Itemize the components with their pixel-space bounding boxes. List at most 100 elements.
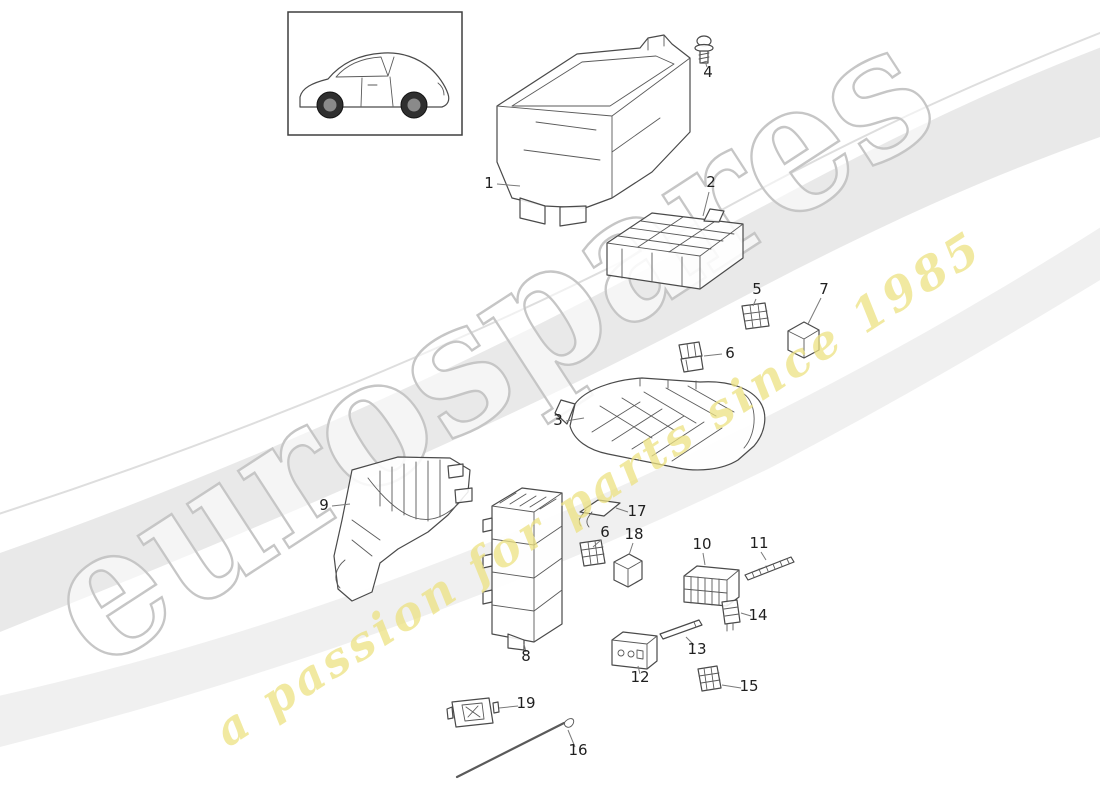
callout-12[interactable]: 12 [630, 668, 649, 686]
part-outline [697, 665, 722, 692]
callout-16[interactable]: 16 [568, 741, 587, 759]
part-12-module [611, 631, 658, 670]
part-16-cable [455, 718, 575, 779]
detail-lines [491, 492, 563, 643]
tab [454, 487, 473, 504]
detail-lines [611, 635, 658, 670]
callout-8[interactable]: 8 [521, 647, 531, 665]
part-19-module [446, 697, 500, 728]
callout-3[interactable]: 3 [553, 411, 563, 429]
part-outline [606, 212, 744, 290]
part-outline [787, 321, 820, 359]
callout-18[interactable]: 18 [624, 525, 643, 543]
detail-lines [743, 303, 769, 329]
car-front-hub [407, 98, 421, 112]
part-outline [333, 456, 471, 602]
detail-lines [578, 509, 593, 528]
callout-7[interactable]: 7 [819, 280, 829, 298]
part-4-screw [694, 35, 714, 64]
part-14-connector-small [721, 599, 741, 632]
part-7-relay [787, 321, 820, 359]
detail-lines [581, 540, 605, 566]
detail-lines [461, 702, 485, 722]
callout-13[interactable]: 13 [687, 640, 706, 658]
detail-lines [698, 666, 721, 691]
callout-1[interactable]: 1 [484, 174, 494, 192]
part-outline [744, 556, 795, 581]
bracket-foot [519, 197, 546, 225]
detail-lines [723, 606, 740, 632]
callout-4[interactable]: 4 [703, 63, 713, 81]
callout-14[interactable]: 14 [748, 606, 767, 624]
part-outline [683, 565, 740, 607]
callout-17[interactable]: 17 [627, 502, 646, 520]
part-3-housing-lower [554, 377, 766, 471]
part-11-pin-strip [744, 556, 795, 581]
part-outline [579, 539, 606, 567]
fuse-slots [499, 492, 557, 510]
part-2-fuse-holder-upper [606, 208, 744, 290]
part-outline [659, 619, 703, 640]
terminal [627, 650, 635, 658]
car-window [335, 56, 395, 78]
tab [492, 701, 500, 714]
car-thumbnail [287, 11, 463, 136]
part-8-fuse-panel [482, 487, 563, 651]
detail-lines [613, 560, 643, 588]
screw-threads [698, 52, 710, 64]
callout-5[interactable]: 5 [752, 280, 762, 298]
detail-lines [693, 621, 697, 628]
part-13-pin [659, 619, 703, 640]
leader-lines [331, 60, 822, 748]
detail-lines [685, 342, 697, 372]
fuse-grid [617, 216, 735, 253]
part-outline [569, 377, 766, 471]
detail-lines [511, 55, 675, 107]
foot [507, 633, 525, 651]
callout-9[interactable]: 9 [319, 496, 329, 514]
swoosh-band-lower [0, 227, 1100, 747]
detail-lines [621, 248, 683, 287]
part-9-bracket-housing [333, 456, 473, 602]
cable-line [455, 721, 566, 779]
part-17-clip [578, 499, 621, 528]
car-rear-hub [323, 98, 337, 112]
tab [446, 706, 454, 720]
callout-10[interactable]: 10 [692, 535, 711, 553]
pin-grid [683, 576, 728, 606]
part-18-relay [613, 553, 643, 588]
swoosh-band-upper [0, 47, 1100, 632]
callout-6-lower[interactable]: 6 [600, 523, 610, 541]
part-1-mounting-bracket [496, 34, 691, 227]
detail-lines [496, 57, 691, 199]
part-outline [579, 499, 621, 517]
tab [482, 517, 493, 533]
tab [554, 399, 576, 425]
tab [482, 553, 493, 569]
part-6-connector-lower [579, 539, 606, 567]
bracket-foot [559, 205, 587, 227]
car-door-lines [360, 76, 445, 107]
slot [636, 649, 644, 660]
callout-11[interactable]: 11 [749, 534, 768, 552]
callout-6-upper[interactable]: 6 [725, 344, 735, 362]
part-outline [721, 599, 741, 625]
layer-lines [491, 525, 563, 612]
tab [482, 589, 493, 605]
callout-15[interactable]: 15 [739, 677, 758, 695]
part-10-connector-block [683, 565, 740, 607]
part-6-connector-upper [678, 341, 704, 373]
part-outline [741, 302, 770, 330]
detail-lines [335, 477, 463, 589]
tab [703, 208, 725, 223]
part-5-relay-small [741, 302, 770, 330]
callout-2[interactable]: 2 [706, 173, 716, 191]
cable-loop [563, 718, 575, 728]
terminal [617, 649, 625, 657]
fin-slats [379, 459, 441, 522]
part-outline [678, 341, 703, 360]
detail-lines [523, 34, 665, 161]
callout-19[interactable]: 19 [516, 694, 535, 712]
